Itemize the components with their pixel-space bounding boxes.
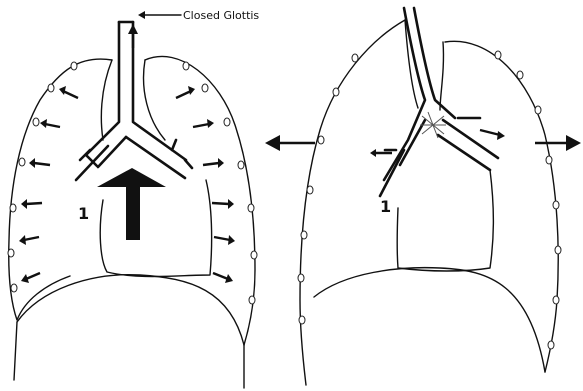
right-large-left-arrow <box>265 135 315 151</box>
left-diaphragm <box>17 275 244 345</box>
large-up-arrow <box>97 168 166 240</box>
trachea-up-arrow <box>128 24 138 48</box>
left-inner-lung-edge <box>101 60 112 140</box>
left-outward-arrows-right <box>176 86 235 283</box>
left-marker-label: 1 <box>78 204 89 223</box>
right-left-lung-outline <box>445 41 558 372</box>
left-left-lung-outline <box>145 56 255 345</box>
left-outward-arrows-left <box>19 86 78 283</box>
left-diaphragm-left-end <box>14 322 17 380</box>
closed-glottis-label: Closed Glottis <box>183 9 259 22</box>
right-marker-label: 1 <box>380 197 391 216</box>
right-rib-marks <box>298 51 561 349</box>
right-diaphragm <box>314 268 545 372</box>
right-heart <box>397 170 493 271</box>
carina-burst <box>420 112 446 138</box>
right-large-right-arrow <box>535 135 581 151</box>
right-inner-lung-edge <box>440 42 443 110</box>
right-lungs: 1 <box>265 8 581 385</box>
right-airway <box>380 8 498 196</box>
left-heart <box>100 180 211 277</box>
left-lungs: Closed Glottis 1 <box>8 9 259 388</box>
left-inner-lung-edge-2 <box>144 60 165 140</box>
closed-glottis-callout: Closed Glottis <box>138 9 259 22</box>
